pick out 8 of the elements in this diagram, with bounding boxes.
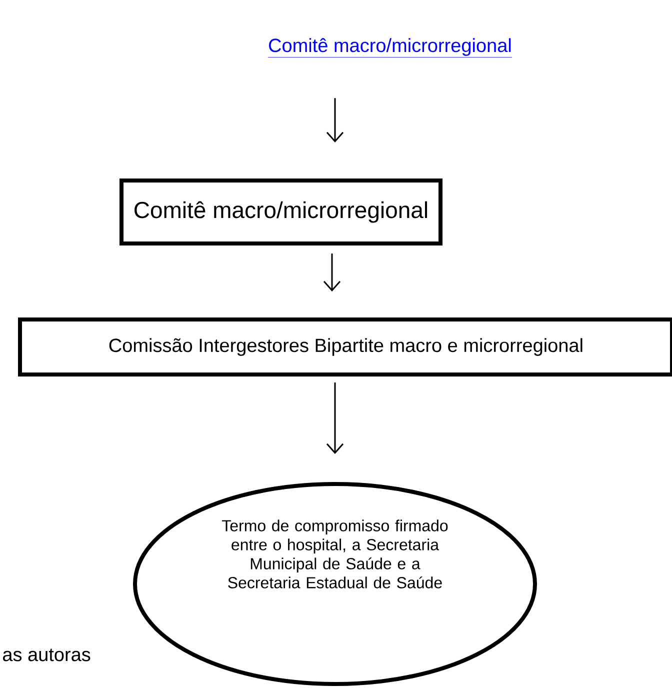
link-text: Comitê macro/microrregional (268, 38, 512, 58)
arrow (326, 382, 344, 454)
ellipse-node: Termo de compromisso firmado entre o hospital, a Secretaria Municipal de Saúde e a Secretaria Estadual de Saúde (133, 482, 537, 686)
process-box: Comissão Intergestores Bipartite macro e microrregional (18, 318, 672, 376)
arrow (323, 254, 341, 292)
note-text: as autoras (3, 648, 90, 662)
process-box: Comitê macro/microrregional (120, 178, 442, 246)
arrow (326, 98, 344, 142)
